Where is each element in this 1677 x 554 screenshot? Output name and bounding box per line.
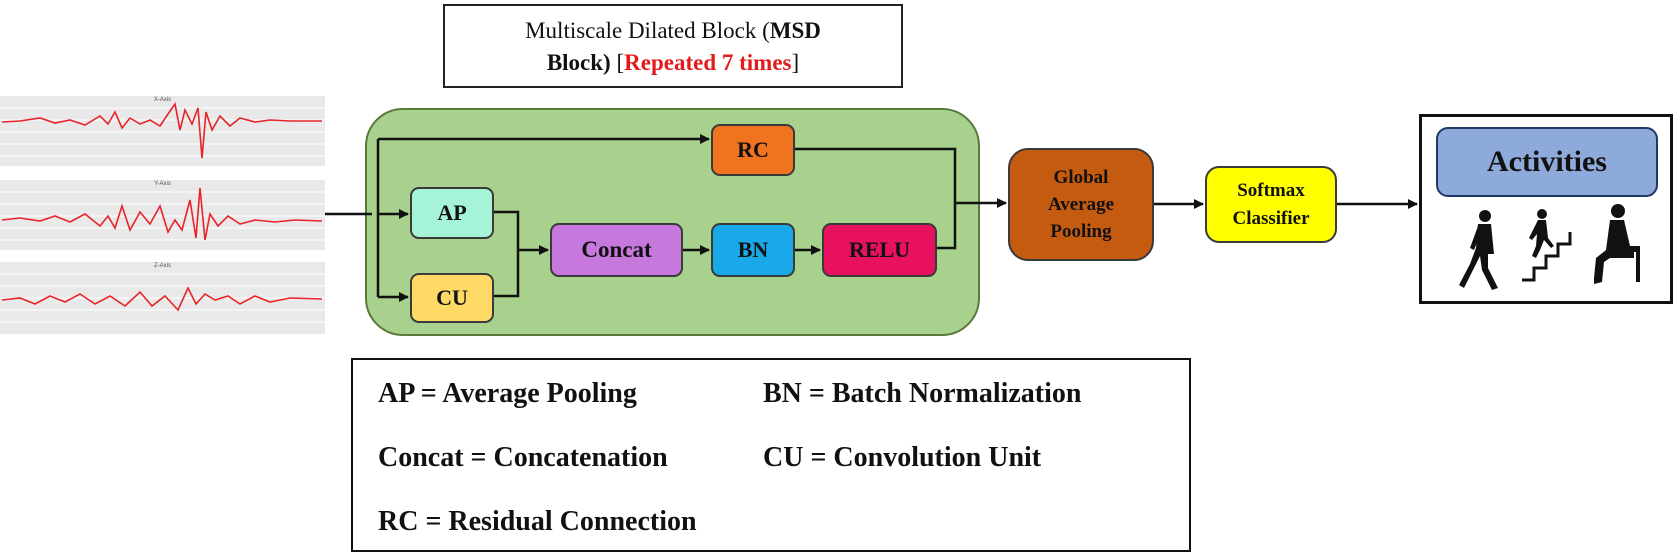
- concat-node: Concat: [550, 223, 683, 277]
- title-text-block: Block): [546, 50, 611, 75]
- cu-output-line: [494, 250, 520, 298]
- title-text-1: Multiscale Dilated Block (: [525, 18, 770, 43]
- relu-node: RELU: [822, 223, 937, 277]
- cu-node-label: CU: [436, 285, 468, 310]
- softmax-label-line1: Softmax: [1237, 179, 1305, 201]
- ap-node-label: AP: [437, 200, 467, 225]
- signal-title-x: X-Axis: [153, 97, 172, 103]
- bn-node: BN: [711, 223, 795, 277]
- concat-node-label: Concat: [581, 237, 652, 262]
- stairs-climbing-icon: [1522, 209, 1572, 282]
- signal-title-y: Y-Axis: [154, 181, 171, 187]
- rc-output-line: [795, 147, 957, 203]
- ap-node: AP: [410, 187, 494, 239]
- global-average-pooling-node: Global Average Pooling: [1008, 148, 1154, 261]
- legend-ap: AP = Average Pooling: [378, 378, 637, 409]
- legend-box: AP = Average Pooling BN = Batch Normaliz…: [351, 358, 1191, 552]
- gap-label-line2: Average: [1047, 194, 1115, 215]
- softmax-classifier-node: Softmax Classifier: [1205, 166, 1337, 243]
- walking-person-icon: [1459, 210, 1498, 290]
- ap-output-line: [494, 210, 520, 250]
- activities-label-box: Activities: [1436, 127, 1658, 197]
- rc-node-label: RC: [737, 137, 769, 162]
- signal-wave-z: [1, 286, 323, 312]
- relu-output-line: [937, 203, 957, 250]
- legend-concat: Concat = Concatenation: [378, 442, 668, 473]
- title-text-msd: MSD: [769, 18, 821, 43]
- gap-label-line1: Global: [1053, 167, 1109, 188]
- sitting-person-icon: [1594, 204, 1640, 284]
- signal-title-z: Z-Axis: [154, 263, 171, 269]
- bn-node-label: BN: [737, 237, 769, 262]
- title-bracket-close: ]: [791, 50, 800, 75]
- title-repeat-text: Repeated 7 times: [624, 50, 792, 75]
- activities-label: Activities: [1487, 145, 1607, 178]
- cu-node: CU: [410, 273, 494, 323]
- rc-node: RC: [711, 124, 795, 176]
- legend-rc: RC = Residual Connection: [378, 506, 697, 537]
- relu-node-label: RELU: [848, 237, 911, 262]
- msd-block-title: Multiscale Dilated Block (MSD Block) [Re…: [443, 4, 903, 88]
- legend-cu: CU = Convolution Unit: [763, 442, 1042, 473]
- signal-wave-y: [1, 187, 323, 241]
- signal-wave-x: [1, 101, 322, 159]
- title-bracket-open: [: [610, 50, 625, 75]
- legend-bn: BN = Batch Normalization: [763, 378, 1082, 409]
- softmax-label-line2: Classifier: [1232, 207, 1310, 229]
- gap-label-line3: Pooling: [1050, 221, 1112, 242]
